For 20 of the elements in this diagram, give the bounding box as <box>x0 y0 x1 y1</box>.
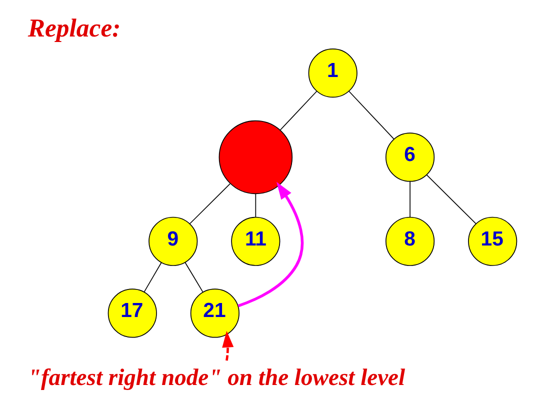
connector <box>280 90 318 131</box>
connector <box>144 262 162 292</box>
arrow <box>238 182 304 308</box>
node-circle: 1 <box>308 48 358 98</box>
node-circle: 15 <box>468 216 518 266</box>
connector <box>348 90 394 140</box>
node-circle: 17 <box>108 288 157 338</box>
node-circle: 11 <box>231 216 280 266</box>
node-circle: 9 <box>148 216 198 266</box>
connector <box>426 174 476 224</box>
connector <box>184 262 204 292</box>
arrow <box>222 330 234 361</box>
connector <box>255 194 256 218</box>
node-circle: 21 <box>190 288 240 338</box>
node-circle: 6 <box>386 132 435 182</box>
diagram-title: Replace: <box>28 13 121 42</box>
node-text: "fartest right node" on the lowest level <box>28 365 406 392</box>
node-circle: 8 <box>386 216 435 266</box>
node-circle <box>218 120 293 194</box>
connector <box>189 183 230 224</box>
